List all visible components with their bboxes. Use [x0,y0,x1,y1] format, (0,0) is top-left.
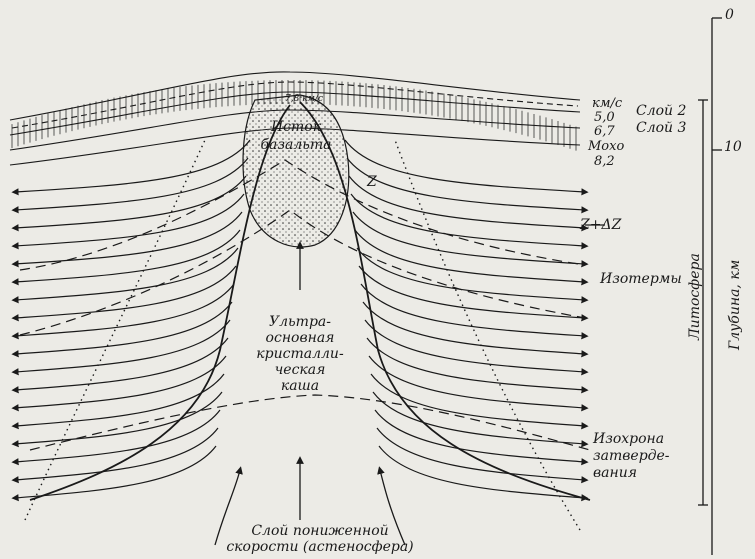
velocity-6-7: 6,7 [594,125,615,138]
flow-line-left [15,248,238,300]
flow-line-left [15,356,226,408]
mush-label-4: ческая [255,363,345,377]
flow-line-left [15,428,218,480]
flow-line-left [15,266,236,318]
top-velocity-label: 7,8 км/с [285,95,323,104]
isochron-label-3: вания [593,466,637,480]
depth-axis-title: Глубина, км [728,260,742,350]
isotherms-label: Изотермы [600,272,682,286]
mush-label-2: основная [255,331,345,345]
flow-line-right [375,410,585,462]
dotted-left [25,140,205,520]
flow-line-left [15,446,216,498]
upwelling-arrows [215,245,405,545]
velocity-8-2: 8,2 [594,155,615,168]
mush-label-5: каша [255,379,345,393]
flow-line-left [15,302,232,354]
flow-line-right [377,428,585,480]
flow-line-left [15,230,240,282]
lvz-label-1: Слой пониженной [230,524,410,538]
z-label: Z [367,175,377,189]
basalt-source-label-2: базальта [252,138,340,152]
flow-line-right [345,140,585,192]
flow-line-right [369,356,585,408]
lithosphere-label: Литосфера [688,253,702,340]
flow-line-left [15,338,228,390]
isochron-label-1: Изохрона [593,432,664,446]
flow-line-left [15,212,242,264]
layer-3-label: Слой 3 [636,121,686,135]
velocity-units: км/с [592,97,622,110]
flow-line-right [365,320,585,372]
basalt-source-zone [243,95,349,247]
moho-label: Мохо [588,140,624,153]
flow-line-left [15,320,230,372]
flow-line-left [15,392,222,444]
flow-line-right [367,338,585,390]
velocity-5-0: 5,0 [594,111,615,124]
flow-line-left [15,410,220,462]
flow-line-right [363,302,585,354]
depth-tick-10-label: 10 [724,140,742,154]
basalt-source-label-1: Исток [258,120,334,134]
mush-label-3: кристалли- [250,347,350,361]
flow-line-right [361,284,585,336]
z-dz-label: Z+ΔZ [580,218,621,232]
flow-line-right [373,392,585,444]
lvz-label-2: скорости (астеносфера) [205,540,435,554]
depth-tick-0-label: 0 [725,8,734,22]
isochron-label-2: затверде- [593,449,670,463]
mush-label-1: Ультра- [255,315,345,329]
flow-line-left [15,374,224,426]
isochron-line [30,395,590,450]
layer-2-label: Слой 2 [636,104,686,118]
